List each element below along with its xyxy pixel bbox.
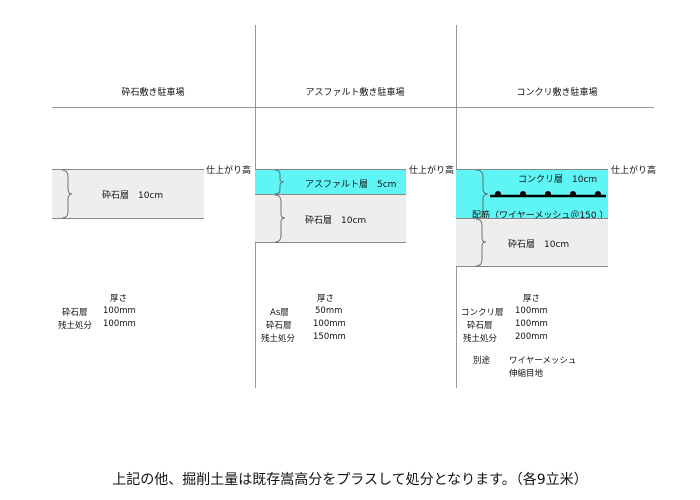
row-value: 50mm [315, 306, 343, 316]
gravel-layer: 砕石層 10cm [456, 218, 608, 267]
row-value: 150mm [313, 332, 346, 342]
concrete-layer-label: コンクリ層 10cm [518, 175, 598, 185]
row-value: 100mm [103, 319, 136, 329]
brace-icon [61, 169, 73, 219]
separate-label: 別途 [473, 356, 491, 366]
thickness-heading: 厚さ [317, 294, 335, 304]
finish-height-label: 仕上がり高 [409, 166, 455, 176]
row-label: 砕石層 [62, 308, 88, 318]
header-divider [52, 107, 654, 108]
brace-icon [274, 194, 286, 243]
row-label: 砕石層 [266, 321, 292, 331]
row-value: 100mm [515, 319, 548, 329]
thickness-heading: 厚さ [110, 294, 128, 304]
panel-title-asphalt: アスファルト敷き駐車場 [305, 88, 405, 98]
asphalt-layer-label: アスファルト層 5cm [305, 180, 397, 190]
brace-icon [475, 218, 487, 267]
row-label: As層 [270, 308, 289, 318]
thickness-heading: 厚さ [523, 294, 541, 304]
panel-title-concrete: コンクリ敷き駐車場 [516, 88, 598, 98]
row-value: 100mm [313, 319, 346, 329]
footer-note: 上記の他、掘削土量は既存嵩高分をプラスして処分となります。（各9立米） [112, 472, 588, 488]
row-label: コンクリ層 [461, 308, 504, 318]
panel-title-gravel: 砕石敷き駐車場 [121, 88, 185, 98]
row-label: 残土処分 [58, 321, 93, 331]
separate-item: 伸縮目地 [509, 369, 544, 379]
row-label: 砕石層 [467, 321, 493, 331]
gravel-layer-label: 砕石層 10cm [305, 216, 367, 226]
finish-height-label: 仕上がり高 [611, 166, 657, 176]
brace-icon [475, 169, 489, 219]
wire-mesh-icon [490, 191, 606, 198]
row-value: 200mm [515, 332, 548, 342]
row-label: 残土処分 [463, 334, 498, 344]
finish-height-label: 仕上がり高 [206, 166, 252, 176]
gravel-layer-label: 砕石層 10cm [508, 240, 570, 250]
separate-item: ワイヤーメッシュ [509, 356, 577, 366]
gravel-layer: 砕石層 10cm [52, 169, 204, 219]
gravel-layer-label: 砕石層 10cm [102, 191, 164, 201]
concrete-layer: コンクリ層 10cm 配筋（ワイヤーメッシュ＠150 ） [456, 169, 609, 221]
row-label: 残土処分 [261, 334, 296, 344]
gravel-layer: 砕石層 10cm [255, 194, 406, 243]
row-value: 100mm [103, 306, 136, 316]
rebar-label: 配筋（ワイヤーメッシュ＠150 ） [472, 211, 609, 221]
brace-icon [274, 169, 285, 195]
row-value: 100mm [515, 306, 548, 316]
